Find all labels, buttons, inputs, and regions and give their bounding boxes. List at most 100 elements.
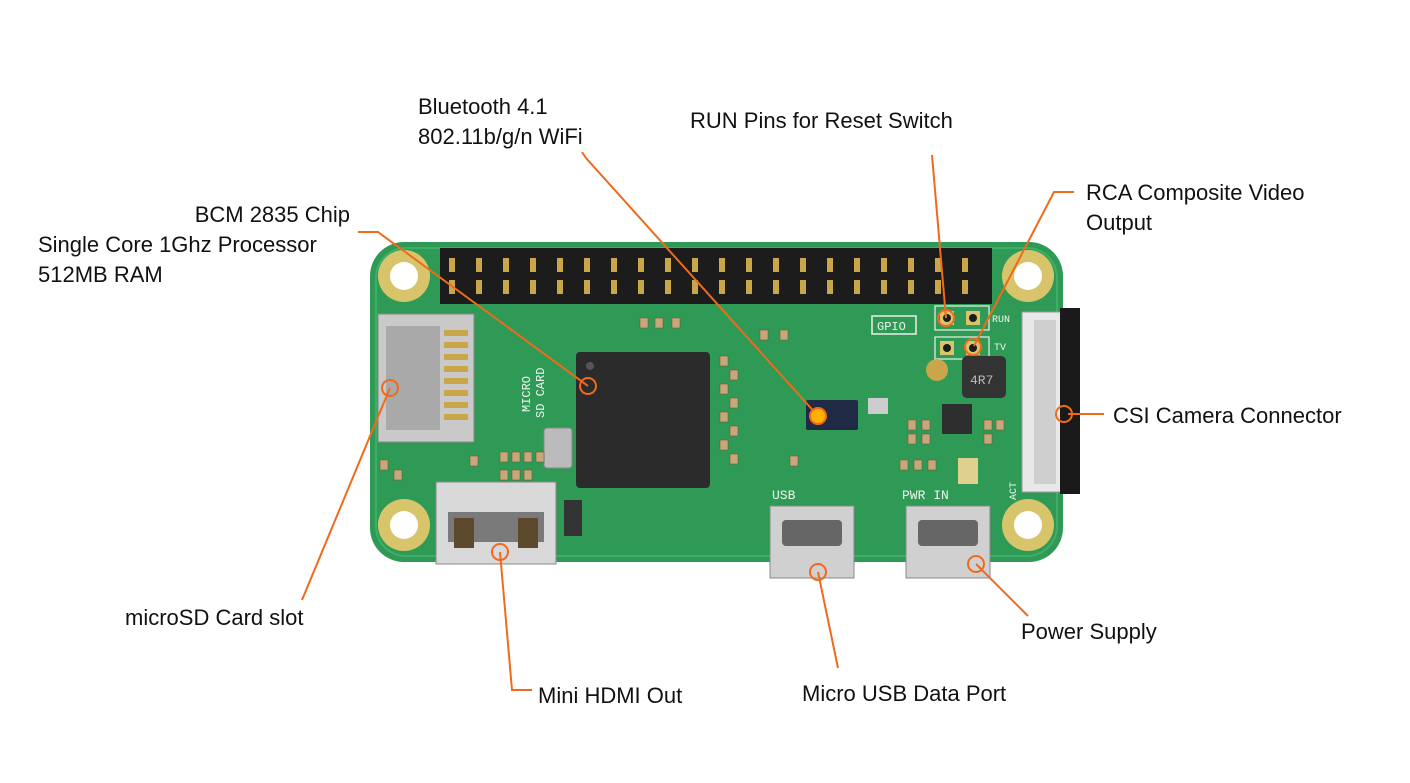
silk-sd-card: SD CARD xyxy=(534,368,548,418)
gpio-pin xyxy=(611,280,617,294)
gpio-pin xyxy=(854,280,860,294)
gpio-pin xyxy=(773,280,779,294)
mini-hdmi-port xyxy=(435,481,557,565)
smd-part xyxy=(671,317,681,329)
smd-part xyxy=(379,459,389,471)
gpio-pin xyxy=(746,258,752,272)
smd-part xyxy=(499,451,509,463)
marker-csi xyxy=(1055,405,1073,423)
label-usb-data: Micro USB Data Port xyxy=(802,681,1007,706)
gpio-pin xyxy=(746,280,752,294)
marker-bluetooth xyxy=(809,407,827,425)
smd-part xyxy=(654,317,664,329)
callout-line-bcm xyxy=(358,231,589,387)
bcm-chip-dot xyxy=(586,362,594,370)
callout-line-microsd xyxy=(301,387,391,601)
smd-part xyxy=(511,469,521,481)
smd-part xyxy=(983,419,993,431)
gpio-pin xyxy=(800,280,806,294)
mounting-holes xyxy=(378,250,1054,551)
smd-part xyxy=(729,397,739,409)
gpio-pin xyxy=(773,258,779,272)
microsd-slot xyxy=(377,313,475,443)
gpio-pin xyxy=(530,258,536,272)
smd-part xyxy=(535,451,545,463)
smd-part xyxy=(927,459,937,471)
gpio-pin xyxy=(692,280,698,294)
smd-part xyxy=(921,419,931,431)
smd-part xyxy=(759,329,769,341)
smd-part xyxy=(511,451,521,463)
label-hdmi: Mini HDMI Out xyxy=(538,683,683,708)
gpio-pin xyxy=(476,280,482,294)
callout-line-hdmi xyxy=(499,551,532,691)
gpio-pin xyxy=(800,258,806,272)
marker-microsd xyxy=(381,379,399,397)
smd-part xyxy=(899,459,909,471)
silk-usb: USB xyxy=(772,488,796,503)
label-rca-line2: Output xyxy=(1086,210,1153,235)
smd-part xyxy=(719,355,729,367)
gpio-pin xyxy=(908,280,914,294)
label-bluetooth-line2: 802.11b/g/n WiFi xyxy=(418,124,583,149)
marker-power xyxy=(967,555,985,573)
sd-contact xyxy=(444,414,468,420)
inductor xyxy=(962,356,1006,398)
smd-part xyxy=(729,369,739,381)
micro-usb-power-port xyxy=(905,505,991,579)
label-bcm-line1: BCM 2835 Chip xyxy=(194,202,350,227)
sd-contact xyxy=(444,354,468,360)
act-led xyxy=(958,458,978,484)
smd-part xyxy=(499,469,509,481)
gpio-pin xyxy=(854,258,860,272)
sd-contact xyxy=(444,366,468,372)
smd-part xyxy=(921,433,931,445)
smd-part xyxy=(729,425,739,437)
gpio-pin xyxy=(665,258,671,272)
callout-line-run xyxy=(931,154,947,319)
gpio-pin xyxy=(611,258,617,272)
smd-part xyxy=(907,433,917,445)
gpio-pin xyxy=(530,280,536,294)
gpio-pin xyxy=(827,258,833,272)
silk-micro: MICRO xyxy=(520,376,534,412)
marker-rca xyxy=(964,338,982,356)
marker-hdmi xyxy=(491,543,509,561)
silk-act: ACT xyxy=(1009,482,1020,500)
callout-line-power xyxy=(975,563,1029,617)
gpio-pin xyxy=(827,280,833,294)
label-bcm: BCM 2835 Chip Single Core 1Ghz Processor… xyxy=(38,200,350,290)
crystal xyxy=(543,427,573,469)
sd-contact xyxy=(444,330,468,336)
label-csi: CSI Camera Connector xyxy=(1113,403,1342,428)
gpio-pin xyxy=(719,280,725,294)
bcm-chip xyxy=(576,352,710,488)
smd-part xyxy=(469,455,479,467)
silk-inductor: 4R7 xyxy=(970,373,993,388)
gpio-pin xyxy=(665,280,671,294)
smd-part xyxy=(779,329,789,341)
gpio-pin xyxy=(584,280,590,294)
callout-lines xyxy=(301,151,1104,691)
gpio-pin xyxy=(638,258,644,272)
label-rca-line1: RCA Composite Video xyxy=(1086,180,1305,205)
sd-contact xyxy=(444,390,468,396)
csi-connector xyxy=(1021,308,1080,494)
gpio-pin xyxy=(584,258,590,272)
smd-part xyxy=(995,419,1005,431)
gpio-pin xyxy=(908,258,914,272)
label-bluetooth-line1: Bluetooth 4.1 xyxy=(418,94,548,119)
callout-markers xyxy=(381,309,1073,581)
gpio-pin xyxy=(935,280,941,294)
gpio-pin xyxy=(962,280,968,294)
smd-part xyxy=(523,451,533,463)
small-chip xyxy=(868,398,888,414)
silk-run: RUN xyxy=(992,315,1010,326)
marker-bcm xyxy=(579,377,597,395)
label-microsd: microSD Card slot xyxy=(125,605,304,630)
smd-part xyxy=(789,455,799,467)
gpio-pin xyxy=(692,258,698,272)
tv-pads xyxy=(934,336,990,360)
gpio-pin xyxy=(557,280,563,294)
